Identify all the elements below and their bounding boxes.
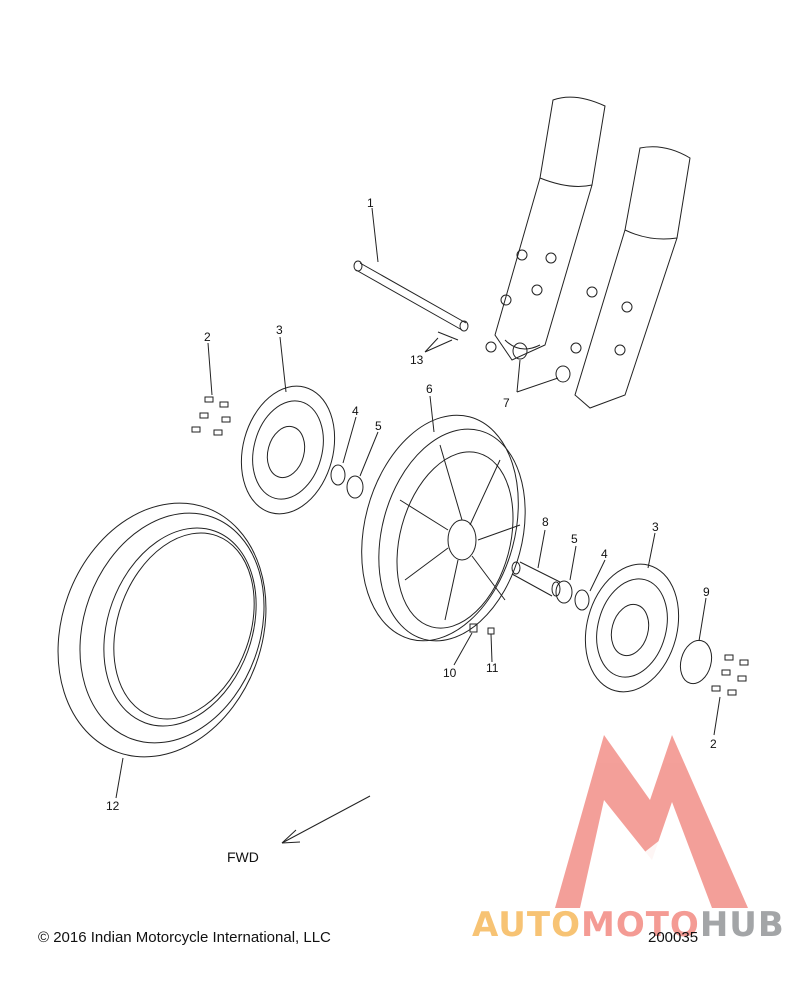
seal-left <box>330 464 346 486</box>
brake-rotor-right <box>584 563 680 693</box>
callout-3-left: 3 <box>276 323 283 337</box>
callout-9: 9 <box>703 585 710 599</box>
callout-13: 13 <box>410 353 424 367</box>
valve-stem <box>469 623 495 635</box>
watermark-auto: AUTO <box>472 905 581 945</box>
rotor-bolts-right <box>711 654 749 696</box>
tone-ring <box>679 639 713 685</box>
bearing-right <box>555 580 573 604</box>
callout-6: 6 <box>426 382 433 396</box>
callout-10: 10 <box>443 666 457 680</box>
leader-lines <box>115 207 721 799</box>
watermark-logo <box>555 735 748 908</box>
watermark-hub: HUB <box>699 905 785 945</box>
spacers <box>512 342 571 383</box>
seal-right <box>574 589 590 611</box>
bolt-13 <box>437 331 459 341</box>
fwd-label: FWD <box>227 849 259 865</box>
callout-12: 12 <box>106 799 120 813</box>
copyright-text: © 2016 Indian Motorcycle International, … <box>38 929 331 946</box>
callouts: 1 2 2 3 3 4 4 5 5 6 7 8 9 10 11 12 13 <box>106 196 717 813</box>
watermark-moto: MOTO <box>580 905 700 945</box>
callout-11: 11 <box>486 661 499 675</box>
document-number: 200035 <box>648 929 699 946</box>
callout-5-right: 5 <box>571 532 578 546</box>
callout-3-right: 3 <box>652 520 659 534</box>
callout-8: 8 <box>542 515 549 529</box>
axle <box>353 260 469 332</box>
callout-4-left: 4 <box>352 404 359 418</box>
callout-5-left: 5 <box>375 419 382 433</box>
fork-left <box>485 96 606 361</box>
callout-7: 7 <box>503 396 510 410</box>
callout-2-left: 2 <box>204 330 211 344</box>
callout-2-right: 2 <box>710 737 717 751</box>
rotor-bolts-left <box>191 396 231 436</box>
wheel <box>361 414 526 642</box>
callout-4-right: 4 <box>601 547 608 561</box>
brake-rotor-left <box>240 385 336 515</box>
forward-arrow <box>281 795 371 844</box>
fork-right <box>570 146 691 409</box>
bearing-left <box>346 475 364 499</box>
watermark-text: AUTOMOTOHUB <box>472 905 785 945</box>
spacer-8 <box>511 561 561 597</box>
callout-1: 1 <box>367 196 374 210</box>
tire <box>57 502 267 758</box>
